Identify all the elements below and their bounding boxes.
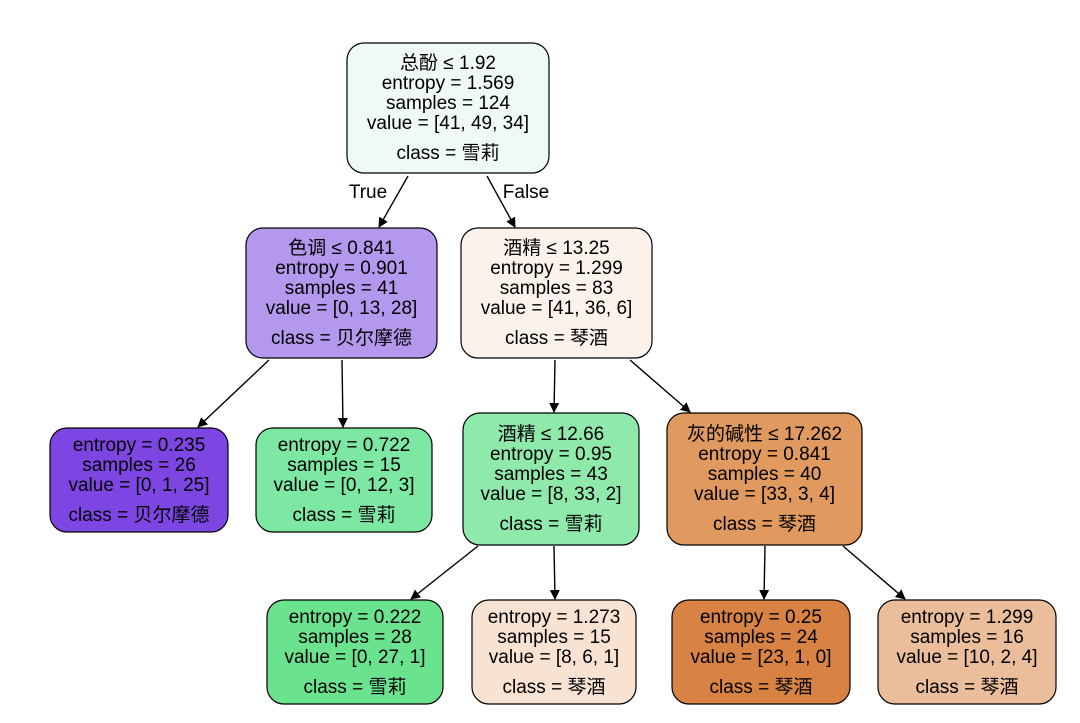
node-box <box>471 599 637 705</box>
node-line: 酒精 ≤ 13.25 <box>503 237 610 259</box>
node-line: class = 贝尔摩德 <box>271 327 412 349</box>
node-line: value = [0, 13, 28] <box>266 298 418 319</box>
node-line: class = 贝尔摩德 <box>69 504 210 526</box>
node-line: entropy = 1.299 <box>490 258 623 279</box>
node-box <box>266 599 444 705</box>
node-line: 酒精 ≤ 12.66 <box>498 423 605 445</box>
node-line: entropy = 1.569 <box>382 73 515 94</box>
node-line: samples = 24 <box>704 627 818 648</box>
node-line: samples = 16 <box>910 627 1024 648</box>
node-line: samples = 43 <box>494 464 608 485</box>
edge-n6-to-n9 <box>759 545 770 600</box>
node-line: value = [23, 1, 0] <box>690 647 831 668</box>
node-line: value = [10, 2, 4] <box>896 647 1037 668</box>
node-box <box>346 42 550 174</box>
node-line: value = [33, 3, 4] <box>694 484 835 505</box>
node-line: entropy = 0.722 <box>278 435 411 456</box>
node-box <box>877 599 1057 705</box>
node-box <box>666 412 863 546</box>
node-line: value = [8, 6, 1] <box>489 647 619 668</box>
edge-label-false: False <box>503 182 549 203</box>
node-line: class = 雪莉 <box>500 513 603 535</box>
node-line: entropy = 0.95 <box>490 444 612 465</box>
node-line: class = 琴酒 <box>713 513 816 535</box>
node-line: class = 雪莉 <box>397 142 500 164</box>
node-line: value = [0, 27, 1] <box>284 647 425 668</box>
node-line: samples = 26 <box>82 455 196 476</box>
node-line: samples = 124 <box>386 93 511 114</box>
node-line: samples = 28 <box>298 627 412 648</box>
edge-root-to-n2 <box>486 175 516 228</box>
node-line: class = 琴酒 <box>503 676 606 698</box>
node-box <box>460 227 653 359</box>
edge-label-true: True <box>349 182 387 203</box>
node-line: entropy = 0.901 <box>275 258 408 279</box>
node-box <box>462 412 640 546</box>
node-box <box>671 599 851 705</box>
edge-n6-to-n10 <box>842 545 906 600</box>
node-line: class = 雪莉 <box>304 676 407 698</box>
edge-n5-to-n7 <box>410 545 479 600</box>
edge-n2-to-n5 <box>549 359 560 413</box>
node-line: value = [41, 36, 6] <box>481 298 633 319</box>
node-box <box>255 427 433 533</box>
node-line: class = 琴酒 <box>505 327 608 349</box>
node-line: class = 琴酒 <box>916 676 1019 698</box>
node-line: entropy = 1.273 <box>488 607 621 628</box>
node-line: entropy = 0.841 <box>698 444 831 465</box>
node-line: samples = 15 <box>287 455 401 476</box>
node-line: 灰的碱性 ≤ 17.262 <box>687 423 842 445</box>
node-line: entropy = 1.299 <box>901 607 1034 628</box>
edge-n2-to-n6 <box>629 359 691 413</box>
node-line: entropy = 0.222 <box>289 607 422 628</box>
node-line: class = 琴酒 <box>710 676 813 698</box>
node-line: value = [0, 12, 3] <box>273 475 414 496</box>
edge-n1-to-n3 <box>197 359 270 428</box>
node-line: samples = 15 <box>497 627 611 648</box>
node-line: samples = 41 <box>285 278 399 299</box>
node-line: value = [41, 49, 34] <box>367 113 529 134</box>
node-box <box>245 227 438 359</box>
node-line: entropy = 0.25 <box>700 607 822 628</box>
node-box <box>49 427 229 533</box>
node-line: 总酚 ≤ 1.92 <box>400 52 496 74</box>
node-line: class = 雪莉 <box>293 504 396 526</box>
edge-root-to-n1 <box>378 175 409 228</box>
edge-n1-to-n4 <box>337 359 348 428</box>
edge-n5-to-n8 <box>549 545 560 600</box>
node-line: samples = 40 <box>708 464 822 485</box>
node-line: samples = 83 <box>500 278 614 299</box>
node-line: entropy = 0.235 <box>73 435 206 456</box>
node-line: value = [8, 33, 2] <box>480 484 621 505</box>
node-line: value = [0, 1, 25] <box>68 475 209 496</box>
node-line: 色调 ≤ 0.841 <box>288 237 395 259</box>
